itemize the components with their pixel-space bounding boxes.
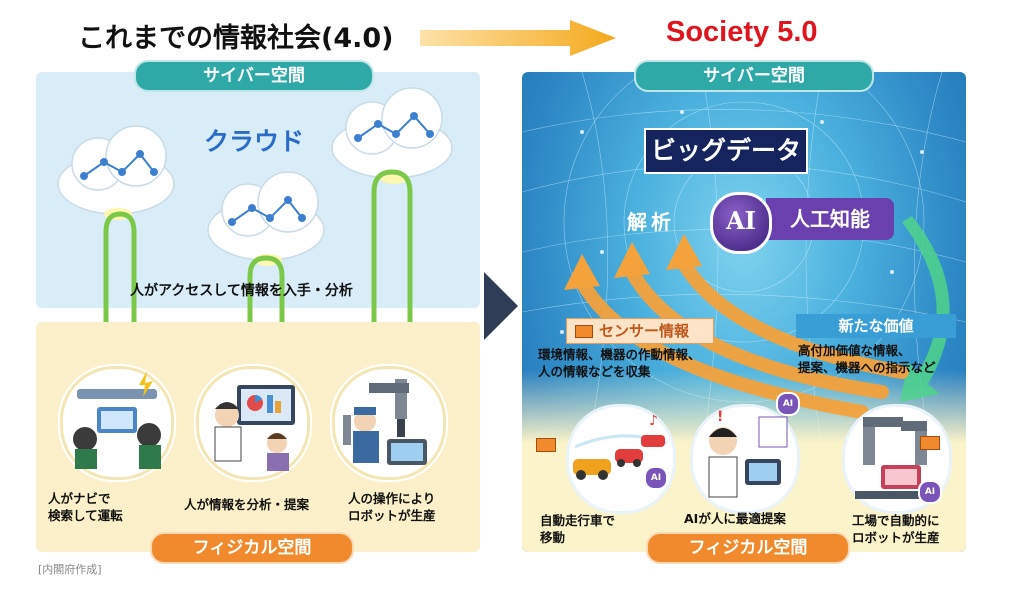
- factory-robot-scene: [842, 404, 952, 514]
- sensor-description: 環境情報、機器の作動情報、 人の情報などを収集: [538, 347, 701, 379]
- ai-proposal-caption: AIが人に最適提案: [684, 511, 786, 526]
- ai-full-label: 人工知能: [766, 198, 894, 240]
- svg-text:♪: ♪: [649, 413, 658, 429]
- access-description: 人がアクセスして情報を入手・分析: [130, 283, 353, 299]
- chevron-right-icon: [484, 272, 518, 340]
- left-physical-label: フィジカル空間: [150, 532, 354, 564]
- autonomous-car-scene: ♪: [566, 404, 676, 514]
- new-value-tag: 新たな価値: [796, 314, 956, 338]
- person-with-tablet-icon: !: [708, 409, 788, 498]
- robot-operation-scene: [332, 366, 446, 480]
- autonomous-car-caption: 自動走行車で 移動: [540, 513, 616, 545]
- right-title: Society 5.0: [666, 16, 818, 48]
- factory-robot-caption: 工場で自動的に ロボットが生産: [852, 513, 940, 545]
- factory-robot-arm-icon: [855, 417, 939, 499]
- left-cyber-label: サイバー空間: [134, 60, 374, 92]
- credit-note: [内閣府作成]: [38, 563, 102, 576]
- analysis-caption: 人が情報を分析・提案: [184, 497, 310, 512]
- ai-badge-icon: AI: [644, 466, 668, 490]
- ai-badge-icon: AI: [776, 392, 800, 416]
- value-description: 高付加価値な情報、 提案、機器への指示など: [798, 343, 936, 375]
- sensor-info-tag: センサー情報: [566, 318, 714, 344]
- navi-caption: 人がナビで 検索して運転: [48, 491, 123, 523]
- robot-caption: 人の操作により ロボットが生産: [348, 491, 436, 523]
- sensor-icon: [920, 436, 940, 450]
- analysis-scene: [196, 366, 310, 480]
- bigdata-label: ビッグデータ: [644, 128, 808, 174]
- left-title: これまでの情報社会(4.0): [78, 23, 394, 54]
- transition-arrow-icon: [420, 20, 616, 56]
- ai-badge-icon: AI: [918, 480, 942, 504]
- office-analysis-icon: [214, 385, 295, 471]
- sensor-icon: [536, 438, 556, 452]
- car-navigation-icon: [73, 371, 161, 469]
- ai-badge-large: AI: [710, 192, 772, 254]
- robot-arm-icon: [343, 379, 427, 465]
- right-physical-label: フィジカル空間: [646, 532, 850, 564]
- cloud-label: クラウド: [204, 127, 305, 156]
- self-driving-car-icon: ♪: [573, 413, 668, 480]
- sensor-icon: [575, 325, 593, 338]
- cloud-network-icon: [57, 87, 453, 266]
- svg-text:!: !: [717, 409, 723, 425]
- cycle-arrows-icon: [564, 216, 950, 419]
- ai-proposal-scene: !: [690, 404, 800, 514]
- right-cyber-label: サイバー空間: [634, 60, 874, 92]
- analysis-label: 解析: [627, 210, 675, 234]
- navi-scene: [60, 366, 174, 480]
